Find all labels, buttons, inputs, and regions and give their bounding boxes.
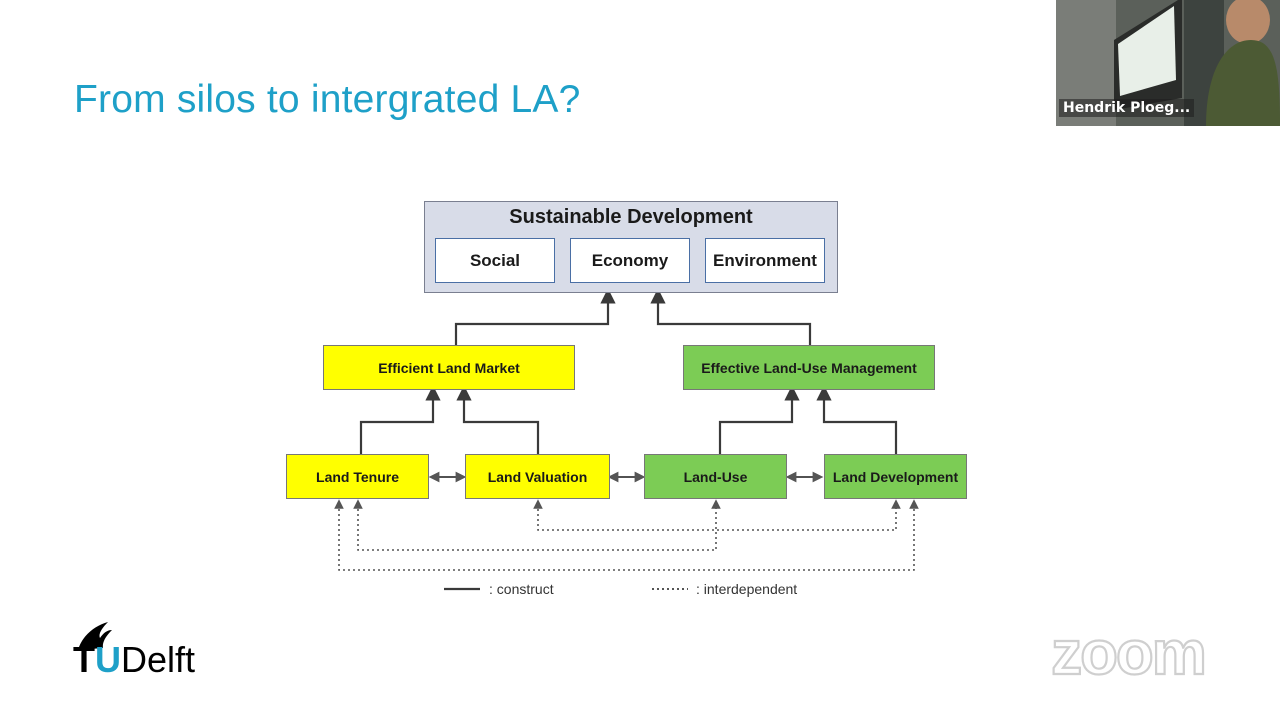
participant-name-label: Hendrik Ploeg... (1059, 99, 1195, 117)
connector-lum-to-sd (650, 288, 812, 345)
pillar-social: Social (435, 238, 555, 283)
land-use-box: Land-Use (644, 454, 787, 499)
dotted-valuation-development (533, 499, 901, 531)
legend-interdependent-label: : interdependent (696, 581, 798, 597)
land-development-box: Land Development (824, 454, 967, 499)
connector-development-to-lum (816, 385, 898, 454)
land-valuation-box: Land Valuation (465, 454, 610, 499)
legend-construct-label: : construct (489, 581, 554, 597)
connector-tenure-to-market (359, 385, 441, 454)
connector-landuse-to-lum (718, 385, 800, 454)
tu-delft-flame-icon (78, 622, 112, 650)
tu-logo-u: U (95, 639, 121, 680)
tu-logo-delft: Delft (121, 639, 196, 680)
slide-title: From silos to intergrated LA? (74, 78, 581, 121)
connector-market-to-sd (454, 288, 616, 345)
pillar-economy: Economy (570, 238, 690, 283)
zoom-watermark-logo: zoom (1050, 628, 1208, 682)
land-tenure-box: Land Tenure (286, 454, 429, 499)
svg-text:zoom: zoom (1051, 628, 1205, 682)
dotted-tenure-development (334, 499, 919, 571)
pillar-environment: Environment (705, 238, 825, 283)
effective-land-use-management-box: Effective Land-Use Management (683, 345, 935, 390)
dotted-tenure-landuse (353, 499, 721, 551)
connector-valuation-to-market (456, 385, 540, 454)
tu-logo-t: T (73, 639, 95, 680)
efficient-land-market-box: Efficient Land Market (323, 345, 575, 390)
sustainable-development-title: Sustainable Development (509, 206, 753, 228)
tu-delft-logo: TUDelft (73, 640, 195, 680)
